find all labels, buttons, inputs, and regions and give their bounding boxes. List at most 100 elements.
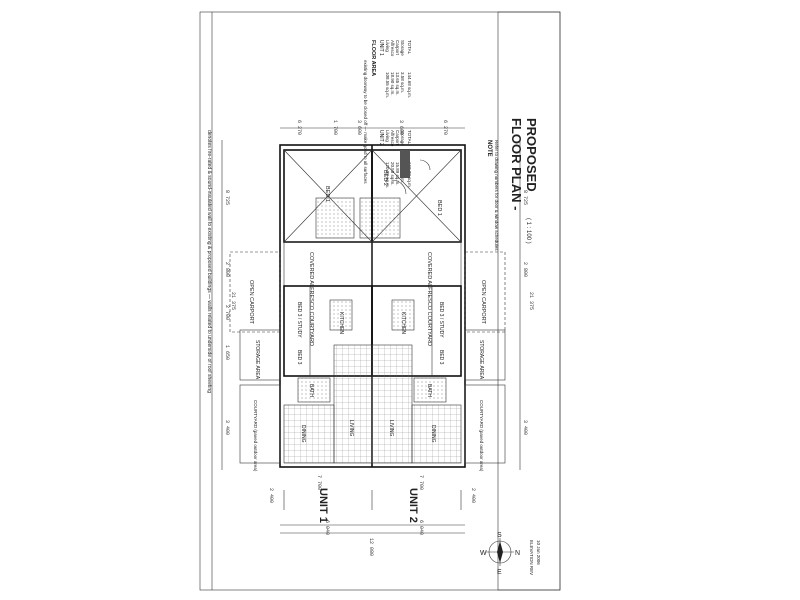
room-kitchen-u1: KITCHEN xyxy=(338,312,344,334)
dim-seg-e-right: 3 400 xyxy=(522,420,528,435)
wet-area-u1 xyxy=(315,197,355,239)
room-bath-u1: BATH xyxy=(308,384,314,397)
room-living-u2: LIVING xyxy=(388,420,394,437)
dim-top-seg-5: 6 270 xyxy=(442,120,448,135)
notes-top-block: denotes fire-rated & sound-insulated wal… xyxy=(206,130,212,393)
bath-u2 xyxy=(413,377,447,403)
note-block: NOTE Refer to drawing numbers for door &… xyxy=(486,140,499,251)
u2-row-value-2: 15.89 sq.m. xyxy=(395,162,400,186)
room-courtyard-u2: COURTYARD (paved outdoor area) xyxy=(479,400,484,472)
alfresco-u2 xyxy=(371,241,462,287)
room-carport-u2: OPEN CARPORT xyxy=(480,280,486,325)
room-dining-u1: DINING xyxy=(300,425,306,443)
dim-seg-d: 1 650 xyxy=(224,345,230,360)
room-living-u1: LIVING xyxy=(348,420,354,437)
dim-seg-c: 2 700 xyxy=(224,305,230,320)
dim-unit-width-2: 6 040 xyxy=(418,520,424,535)
note-heading: NOTE xyxy=(486,140,492,157)
u1-row-name-2: Carport xyxy=(395,40,400,56)
unit1-area-label: UNIT 1 xyxy=(378,40,384,56)
room-carport-u1: OPEN CARPORT xyxy=(248,280,254,325)
note-text: Refer to drawing numbers for door & wind… xyxy=(494,140,499,251)
drawing-date: 10 Jan 2006 xyxy=(536,540,541,565)
dining-u2 xyxy=(411,404,462,464)
closed-doorway-note: existing doorway to be closed off — make… xyxy=(363,60,368,184)
north-compass: W N S E xyxy=(480,532,520,576)
door-swing-1 xyxy=(391,179,407,195)
dim-overall-width-right: 21 375 xyxy=(528,292,534,310)
room-bed2-u1: BED 2 xyxy=(382,170,388,186)
compass-s: S xyxy=(497,532,502,539)
unit-2-label: UNIT 2 xyxy=(407,488,419,523)
u2-row-name-1: Alfresco xyxy=(390,130,395,147)
living-u1 xyxy=(333,344,373,464)
storage-u1 xyxy=(239,329,281,381)
title-line-1: FLOOR PLAN - xyxy=(509,118,524,210)
dim-top-seg-4: 3 600 xyxy=(398,120,404,135)
u2-row-value-0: 120.28 sq.m. xyxy=(385,162,390,188)
u2-row-name-3: Storage xyxy=(400,130,405,146)
living-u2 xyxy=(371,344,413,464)
u1-row-name-3: Storage xyxy=(400,40,405,56)
fire-wall-note: denotes fire-rated & sound-insulated wal… xyxy=(206,130,212,393)
u1-row-name-0: Living xyxy=(385,40,390,52)
dim-overall-width-left: 21 375 xyxy=(230,292,236,310)
room-storage-u2: STORAGE AREA xyxy=(478,340,484,380)
wet-area-u2 xyxy=(359,197,401,239)
dim-seg-a: 8 725 xyxy=(224,190,230,205)
room-storage-u1: STORAGE AREA xyxy=(254,340,260,380)
carport-u2 xyxy=(464,251,506,333)
storage-u2 xyxy=(464,329,506,381)
unit-1-label: UNIT 1 xyxy=(317,488,329,523)
dim-top-seg-2: 1 700 xyxy=(332,120,338,135)
u2-row-name-0: Living xyxy=(385,130,390,142)
dim-bot-seg-1: 7 700 xyxy=(316,475,322,490)
kitchen-bench-u2 xyxy=(391,299,415,331)
room-bed1-u2: BED 1 xyxy=(436,200,442,216)
room-bed3-u2: BED 3 xyxy=(438,350,444,365)
u2-total-label: TOTAL xyxy=(407,130,412,145)
unit2-area-label: UNIT 2 xyxy=(378,130,384,146)
dim-seg-e: 3 400 xyxy=(224,420,230,435)
dim-seg-b-right: 2 800 xyxy=(522,262,528,277)
u1-total-value: 144.68 sq.m. xyxy=(407,72,412,98)
title-strip xyxy=(497,11,561,591)
room-study-u1: BED 3 / STUDY xyxy=(296,302,302,338)
dim-side-right: 2 400 xyxy=(470,488,476,503)
u1-row-value-1: 18.90 sq.m. xyxy=(390,72,395,96)
room-bed1-u1: BED 1 xyxy=(324,186,330,202)
courtyard-u2 xyxy=(464,384,506,464)
dim-top-seg-1: 6 270 xyxy=(296,120,302,135)
mid-zone-u2 xyxy=(371,285,462,377)
alfresco-u1 xyxy=(283,241,373,287)
carport-u1 xyxy=(229,251,281,333)
dim-side-left: 2 400 xyxy=(268,488,274,503)
u1-total-label: TOTAL xyxy=(407,40,412,55)
dim-bot-seg-2: 7 700 xyxy=(418,475,424,490)
room-study-u2: BED 3 / STUDY xyxy=(438,302,444,338)
room-courtyard-u1: COURTYARD (paved outdoor area) xyxy=(253,400,258,472)
u1-row-value-0: 108.55 sq.m. xyxy=(385,72,390,98)
room-bed3-u1: BED 3 xyxy=(296,350,302,365)
dining-u1 xyxy=(283,404,335,464)
compass-e: E xyxy=(497,569,502,576)
room-alfresco-u1: COVERED ALFRESCO COURTYARD xyxy=(308,252,314,346)
courtyard-u1 xyxy=(239,384,281,464)
compass-needle xyxy=(497,541,503,563)
u1-row-value-3: 3.58 sq.m. xyxy=(400,72,405,93)
dim-overall-depth: 12 080 xyxy=(368,538,374,556)
u1-row-value-2: 13.65 sq.m. xyxy=(395,72,400,96)
compass-w: W xyxy=(480,550,487,557)
dim-seg-b: 2 800 xyxy=(224,262,230,277)
ceiling-diag-2 xyxy=(283,149,373,243)
room-kitchen-u2: KITCHEN xyxy=(400,312,406,334)
door-swing-2 xyxy=(419,159,431,171)
dim-seg-a-right: 8 725 xyxy=(522,190,528,205)
dim-unit-width-1: 6 040 xyxy=(324,520,330,535)
bath-u1 xyxy=(297,377,331,403)
compass-n: N xyxy=(515,550,520,557)
u2-row-name-2: Carport xyxy=(395,130,400,146)
screen-note-block: existing doorway to be closed off — make… xyxy=(363,60,368,184)
room-alfresco-u2: COVERED ALFRESCO COURTYARD xyxy=(426,252,432,346)
